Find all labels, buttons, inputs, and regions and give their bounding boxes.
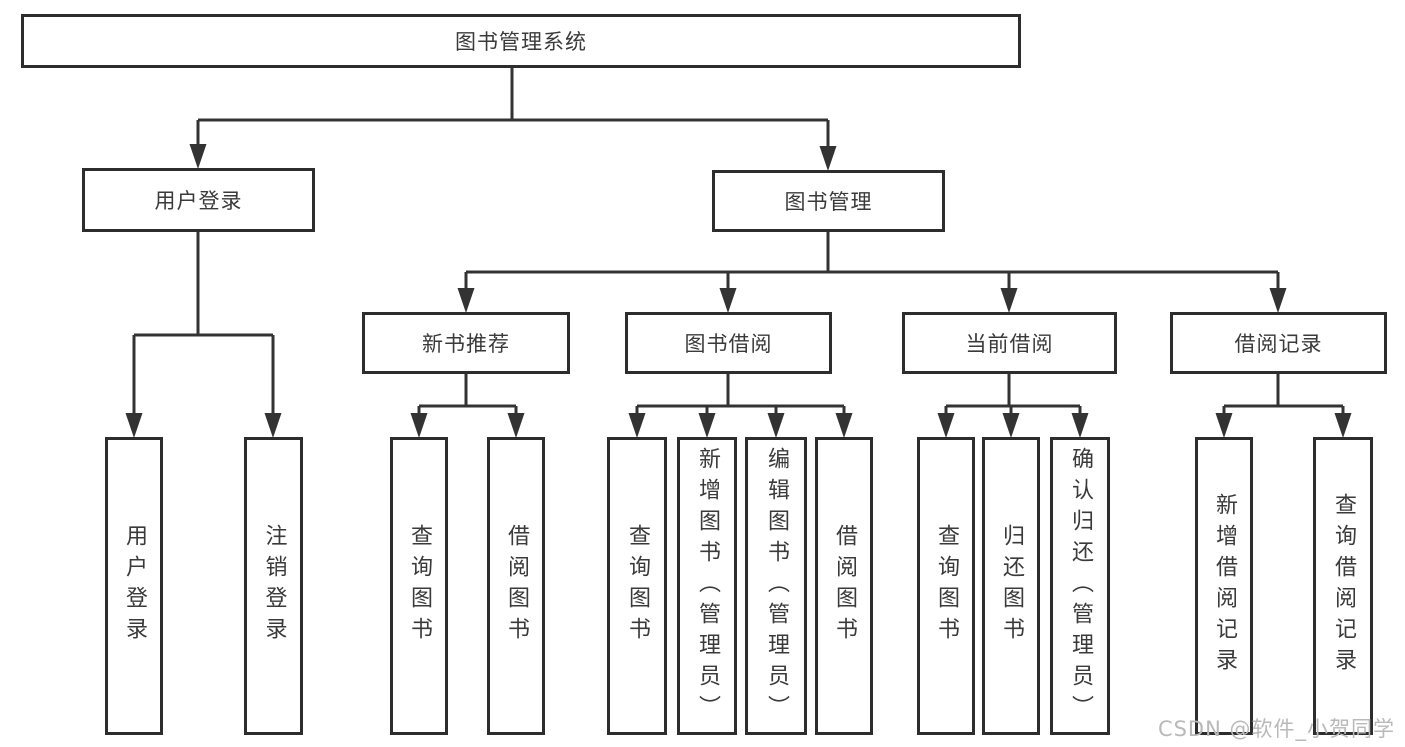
node-library-management-system: 图书管理系统 <box>21 14 1021 68</box>
leaf-logout: 注销登录 <box>244 437 303 735</box>
leaf-confirm-return-admin: 确认归还（管理员） <box>1050 437 1110 735</box>
leaf-return-books-label: 归还图书 <box>999 524 1024 648</box>
leaf-add-borrow-record-label: 新增借阅记录 <box>1212 493 1237 679</box>
leaf-query-books-current-label: 查询图书 <box>934 524 959 648</box>
leaf-user-login-label: 用户登录 <box>122 524 147 648</box>
leaf-query-books-borrowing-label: 查询图书 <box>625 524 650 648</box>
leaf-borrow-books: 借阅图书 <box>815 437 873 735</box>
node-book-management: 图书管理 <box>712 170 945 232</box>
leaf-logout-label: 注销登录 <box>261 524 287 648</box>
leaf-edit-books-admin: 编辑图书（管理员） <box>745 437 807 735</box>
leaf-query-books-recommend-label: 查询图书 <box>407 524 432 648</box>
leaf-edit-books-admin-label: 编辑图书（管理员） <box>764 446 789 726</box>
node-current-borrowing: 当前借阅 <box>902 312 1117 374</box>
leaf-query-borrow-record-label: 查询借阅记录 <box>1331 493 1356 679</box>
node-borrowing-records: 借阅记录 <box>1170 312 1387 374</box>
leaf-return-books: 归还图书 <box>982 437 1040 735</box>
leaf-query-books-borrowing: 查询图书 <box>607 437 667 735</box>
leaf-query-borrow-record: 查询借阅记录 <box>1313 437 1373 735</box>
leaf-borrow-books-recommend-label: 借阅图书 <box>504 524 529 648</box>
leaf-borrow-books-label: 借阅图书 <box>832 524 857 648</box>
watermark: CSDN @软件_小贺同学 <box>1157 717 1395 741</box>
leaf-confirm-return-admin-label: 确认归还（管理员） <box>1068 446 1093 726</box>
leaf-add-books-admin: 新增图书（管理员） <box>677 437 737 735</box>
leaf-add-books-admin-label: 新增图书（管理员） <box>695 446 720 726</box>
leaf-borrow-books-recommend: 借阅图书 <box>487 437 545 735</box>
node-user-login: 用户登录 <box>82 168 315 232</box>
leaf-query-books-current: 查询图书 <box>917 437 975 735</box>
leaf-user-login: 用户登录 <box>105 437 163 735</box>
node-new-book-recommendation: 新书推荐 <box>362 312 570 374</box>
node-book-borrowing: 图书借阅 <box>625 312 832 374</box>
leaf-add-borrow-record: 新增借阅记录 <box>1195 437 1253 735</box>
leaf-query-books-recommend: 查询图书 <box>390 437 448 735</box>
